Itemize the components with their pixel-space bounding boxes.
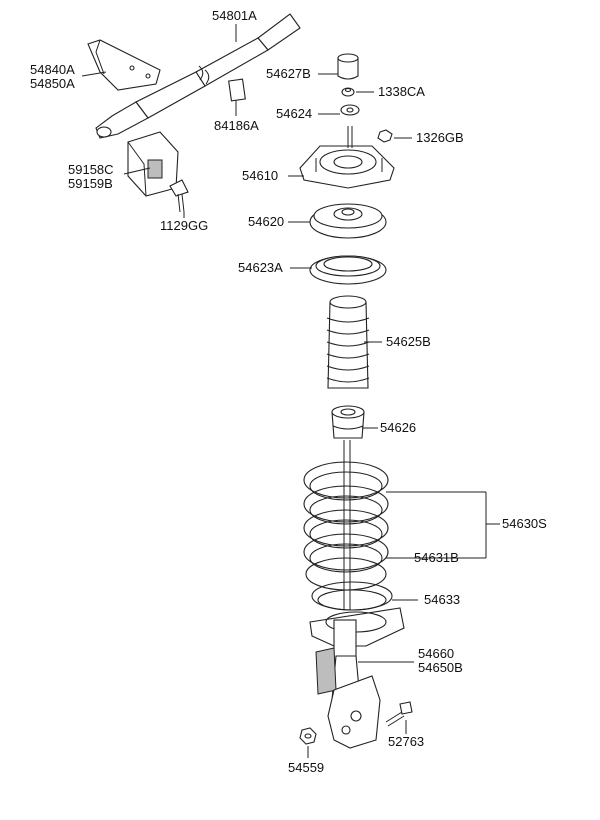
spring-pad xyxy=(311,581,393,611)
bolt-52763 xyxy=(385,701,413,727)
dust-boot xyxy=(326,295,370,389)
label-54627B: 54627B xyxy=(266,66,311,81)
label-54626: 54626 xyxy=(380,420,416,435)
label-1338CA: 1338CA xyxy=(378,84,425,99)
bolt-1129GG xyxy=(169,179,189,213)
bar-bracket xyxy=(87,39,161,91)
label-tag-84186A xyxy=(228,78,246,102)
label-54624: 54624 xyxy=(276,106,312,121)
nut-1326GB xyxy=(377,129,393,143)
strut-assembly xyxy=(309,607,405,749)
label-52763: 52763 xyxy=(388,734,424,749)
label-1129GG: 1129GG xyxy=(160,218,208,233)
part-labels: 54801A 54840A 54850A 84186A 59158C 59159… xyxy=(30,8,547,775)
coil-spring xyxy=(303,461,389,591)
label-54660: 54660 xyxy=(418,646,454,661)
nut-54559 xyxy=(299,727,317,745)
label-59158C: 59158C xyxy=(68,162,114,177)
label-54840A: 54840A xyxy=(30,62,75,77)
label-1326GB: 1326GB xyxy=(416,130,464,145)
nut-1338CA xyxy=(341,87,355,97)
washer-54624 xyxy=(340,104,360,116)
label-54559: 54559 xyxy=(288,760,324,775)
strut-bearing xyxy=(309,203,387,239)
label-54610: 54610 xyxy=(242,168,278,183)
label-54850A: 54850A xyxy=(30,76,75,91)
spring-seat xyxy=(309,255,387,285)
bump-stopper xyxy=(331,405,365,439)
label-59159B: 59159B xyxy=(68,176,113,191)
label-54625B: 54625B xyxy=(386,334,431,349)
bushing-clamp xyxy=(127,131,179,197)
label-54801A: 54801A xyxy=(212,8,257,23)
stabilizer-bar xyxy=(95,13,301,139)
label-84186A: 84186A xyxy=(214,118,259,133)
dust-cap xyxy=(337,53,359,80)
label-54630S: 54630S xyxy=(502,516,547,531)
label-54623A: 54623A xyxy=(238,260,283,275)
leader-lines xyxy=(81,24,500,758)
label-54620: 54620 xyxy=(248,214,284,229)
label-54650B: 54650B xyxy=(418,660,463,675)
label-54631B: 54631B xyxy=(414,550,459,565)
label-54633: 54633 xyxy=(424,592,460,607)
strut-mount xyxy=(299,126,395,189)
